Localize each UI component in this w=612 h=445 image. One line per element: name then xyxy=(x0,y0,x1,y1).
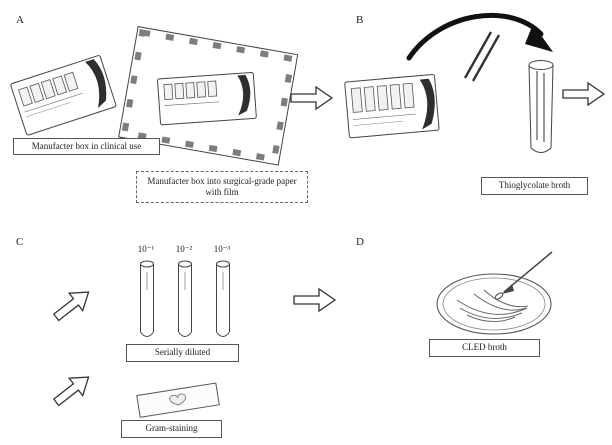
test-strips-drawing xyxy=(463,31,501,82)
manufacturer-box-wrapped-drawing xyxy=(118,26,299,166)
dilution-label-2: 10⁻² xyxy=(175,244,193,254)
dilution-tube-2-drawing xyxy=(178,260,192,337)
arrow-b-out-icon xyxy=(562,81,606,107)
panel-a-label: A xyxy=(16,14,24,26)
panel-c-label: C xyxy=(16,236,24,248)
dilution-label-3: 10⁻³ xyxy=(213,244,231,254)
dilution-tube-1-drawing xyxy=(140,260,154,337)
caption-gram-staining: Gram-staining xyxy=(121,420,222,438)
arrow-c-to-d-icon xyxy=(293,287,337,313)
panel-b-label: B xyxy=(356,14,364,26)
caption-thioglycolate: Thioglycolate broth xyxy=(481,177,588,195)
caption-paper-box: Manufacter box into surgical-grade paper… xyxy=(136,171,308,203)
cled-plate-drawing xyxy=(436,251,553,335)
arrow-c-to-tubes-icon xyxy=(52,291,90,322)
caption-serially-diluted: Serially diluted xyxy=(126,344,239,362)
dilution-tube-3-drawing xyxy=(216,260,230,337)
arrow-a-to-b-icon xyxy=(290,85,334,111)
manufacturer-box-b-drawing xyxy=(344,73,440,139)
dilution-label-1: 10⁻¹ xyxy=(137,244,155,254)
arrow-c-to-gram-icon xyxy=(52,376,90,407)
panel-d-label: D xyxy=(356,236,364,248)
gram-slide-drawing xyxy=(136,382,220,418)
manufacturer-box-clinical-drawing xyxy=(10,55,117,136)
caption-cled: CLED broth xyxy=(429,339,540,357)
thioglycolate-tube-drawing xyxy=(528,60,554,153)
curved-transfer-arrow-icon xyxy=(406,13,553,61)
caption-clinical-box: Manufacter box in clinical use xyxy=(13,138,160,155)
